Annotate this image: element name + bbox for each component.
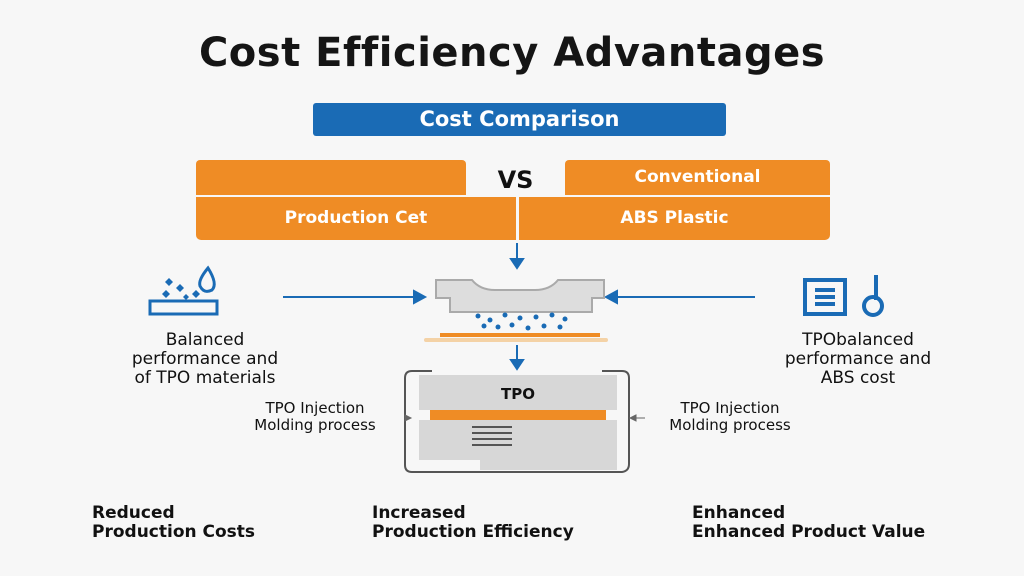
benefit-title: Reduced (92, 503, 175, 523)
process-left-label: TPO Injection Molding process (225, 400, 405, 434)
benefit-subtitle: Enhanced Product Value (692, 522, 926, 542)
benefit-enhanced-value: Enhanced Enhanced Product Value (692, 504, 925, 542)
base-layer (424, 338, 608, 342)
process-line: Molding process (669, 416, 791, 434)
document-key-icon (803, 275, 884, 317)
process-line: TPO Injection (680, 399, 780, 417)
arrow-right-icon (283, 289, 428, 305)
process-line: Molding process (254, 416, 376, 434)
orange-layer (440, 333, 600, 337)
benefit-title: Enhanced (692, 503, 786, 523)
process-frame (404, 370, 630, 473)
benefit-subtitle: Production Costs (92, 522, 256, 542)
left-feature-line: performance and (131, 349, 279, 369)
pellets-icon (475, 312, 568, 331)
left-feature-text: Balanced performance and of TPO material… (105, 331, 305, 388)
arrow-left-icon (603, 289, 755, 305)
right-feature-line: TPObalanced (802, 330, 914, 350)
production-cost-box: Production Cet (196, 197, 516, 240)
conventional-box: Conventional (565, 160, 830, 195)
mold-part-icon (435, 279, 605, 313)
left-feature-line: of TPO materials (134, 368, 276, 388)
right-feature-line: performance and (784, 349, 932, 369)
abs-plastic-box: ABS Plastic (519, 197, 830, 240)
mold-label: TPO (501, 385, 535, 403)
benefit-title: Increased (372, 503, 466, 523)
material-drops-icon (148, 265, 219, 316)
small-arrows (404, 414, 645, 422)
left-feature-line: Balanced (165, 330, 245, 350)
mold-machine-icon (419, 375, 617, 470)
benefit-subtitle: Production Efficiency (372, 522, 574, 542)
right-feature-line: ABS cost (820, 368, 896, 388)
benefit-increased-efficiency: Increased Production Efficiency (372, 504, 574, 542)
arrow-down-icon (509, 243, 525, 270)
process-line: TPO Injection (265, 399, 365, 417)
cost-comparison-banner: Cost Comparison (313, 103, 726, 136)
process-right-label: TPO Injection Molding process (640, 400, 820, 434)
vs-label: VS (497, 166, 534, 194)
benefit-reduced-costs: Reduced Production Costs (92, 504, 255, 542)
arrow-down-icon-2 (509, 345, 525, 371)
right-feature-text: TPObalanced performance and ABS cost (748, 331, 968, 388)
left-top-box (196, 160, 466, 195)
page-title: Cost Efficiency Advantages (198, 30, 826, 76)
